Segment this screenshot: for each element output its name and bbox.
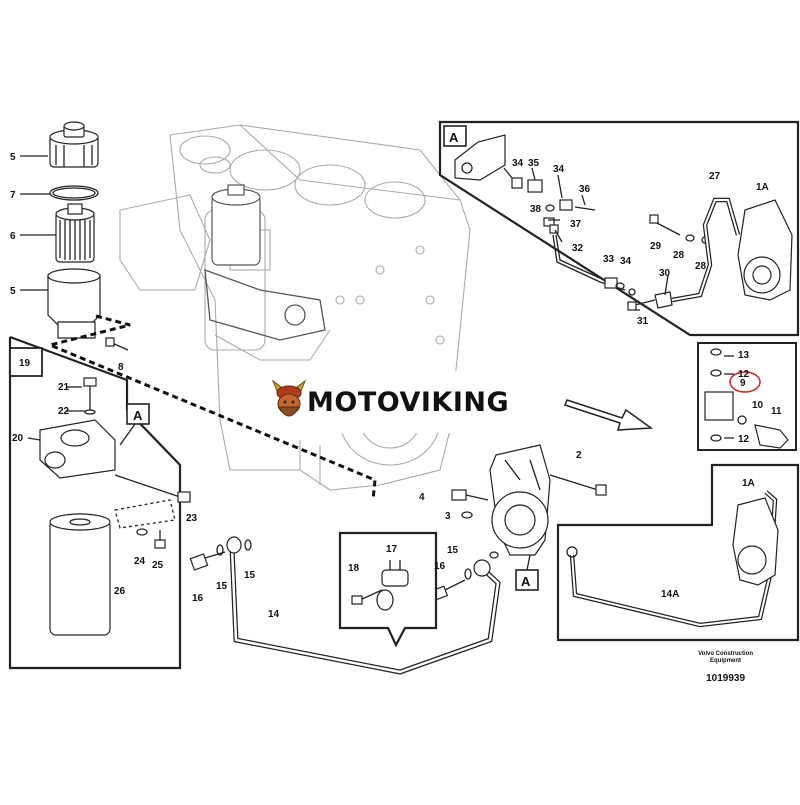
oil-filter-housing-mounted — [204, 184, 326, 341]
highlight-circle-9 — [729, 371, 761, 393]
label-1a-inset: 1A — [756, 182, 769, 193]
label-34-a: 34 — [512, 158, 524, 169]
label-14: 14 — [268, 609, 280, 620]
label-1a-bottom: 1A — [742, 478, 755, 489]
label-35: 35 — [528, 158, 540, 169]
actuator-1a-bottom — [732, 497, 779, 586]
bolt-21 — [83, 377, 97, 415]
label-9: 9 — [740, 378, 746, 389]
label-16-right: 16 — [434, 561, 446, 572]
label-38: 38 — [530, 204, 542, 215]
bolt-8 — [105, 337, 129, 351]
o-ring-7 — [49, 185, 99, 201]
clamp-callout-box — [338, 531, 438, 648]
label-27: 27 — [709, 171, 721, 182]
fitting-15-left — [189, 536, 252, 571]
inset-a-box — [438, 120, 800, 337]
label-13: 13 — [738, 350, 750, 361]
label-25: 25 — [152, 560, 164, 571]
label-28-a: 28 — [673, 250, 685, 261]
label-29: 29 — [650, 241, 662, 252]
label-31: 31 — [637, 316, 649, 327]
brand-name: MOTOVIKING — [307, 386, 510, 418]
label-12-bottom: 12 — [738, 434, 750, 445]
label-15-right: 15 — [447, 545, 459, 556]
label-10: 10 — [752, 400, 764, 411]
label-33: 33 — [603, 254, 615, 265]
footer-line-1: Volvo Construction — [698, 651, 753, 657]
label-26: 26 — [114, 586, 126, 597]
label-6: 6 — [10, 231, 16, 242]
label-23: 23 — [186, 513, 198, 524]
label-34-b: 34 — [553, 164, 565, 175]
screw-18 — [351, 589, 383, 605]
inset-14a-box — [556, 463, 800, 642]
view-19-box — [8, 335, 182, 670]
fitting-4 — [451, 489, 489, 501]
label-a-view19: A — [133, 408, 143, 423]
drawing-footer: Volvo Construction Equipment 1019939 — [698, 651, 753, 684]
o-ring-3 — [461, 511, 473, 519]
inset-9-box — [697, 342, 797, 451]
label-14a: 14A — [661, 589, 679, 600]
actuator-1a-inset — [737, 199, 793, 301]
label-18: 18 — [348, 563, 360, 574]
callout-a-view19 — [126, 403, 150, 425]
label-a-bottom: A — [521, 574, 531, 589]
leader-lines — [20, 155, 734, 441]
label-37: 37 — [570, 219, 582, 230]
label-7: 7 — [10, 190, 16, 201]
label-30: 30 — [659, 268, 671, 279]
filter-element-6 — [55, 203, 95, 263]
label-3: 3 — [445, 511, 451, 522]
label-20: 20 — [12, 433, 24, 444]
inset-a-fittings — [511, 177, 709, 311]
screw-25 — [154, 530, 166, 549]
label-24: 24 — [134, 556, 146, 567]
drawing-number: 1019939 — [706, 673, 746, 684]
label-36: 36 — [579, 184, 591, 195]
label-2: 2 — [576, 450, 582, 461]
label-15-left-b: 15 — [244, 570, 256, 581]
filter-cap-5 — [49, 121, 99, 168]
label-11: 11 — [771, 406, 782, 417]
label-view-19: 19 — [19, 358, 31, 369]
label-16-left: 16 — [192, 593, 204, 604]
label-a-inset: A — [449, 130, 459, 145]
inset-9-parts — [704, 348, 789, 449]
clamp-17 — [381, 560, 409, 587]
filter-26 — [49, 513, 111, 636]
filter-housing-5 — [47, 268, 101, 339]
label-34-c: 34 — [620, 256, 632, 267]
viking-logo-icon — [271, 379, 307, 417]
label-5-housing: 5 — [10, 286, 16, 297]
label-22: 22 — [58, 406, 70, 417]
filter-head-20 — [39, 419, 116, 479]
footer-line-2: Equipment — [710, 658, 742, 664]
bolt-2 — [549, 474, 607, 496]
label-8: 8 — [118, 362, 124, 373]
actuator-assembly — [489, 444, 551, 556]
washer-24 — [136, 528, 148, 536]
dashed-link — [45, 314, 377, 501]
watermark-banner: MOTOVIKING — [263, 371, 535, 433]
inset-a-bracket — [454, 134, 506, 181]
label-17: 17 — [386, 544, 398, 555]
label-28-b: 28 — [695, 261, 707, 272]
label-32: 32 — [572, 243, 584, 254]
engine-block — [119, 124, 471, 491]
label-21: 21 — [58, 382, 70, 393]
screw-23 — [114, 474, 191, 503]
label-12-top: 12 — [738, 369, 750, 380]
label-4: 4 — [419, 492, 425, 503]
inset-a-tag — [443, 125, 467, 147]
label-5-cap: 5 — [10, 152, 16, 163]
label-15-left-a: 15 — [216, 581, 228, 592]
direction-arrow — [564, 399, 654, 431]
